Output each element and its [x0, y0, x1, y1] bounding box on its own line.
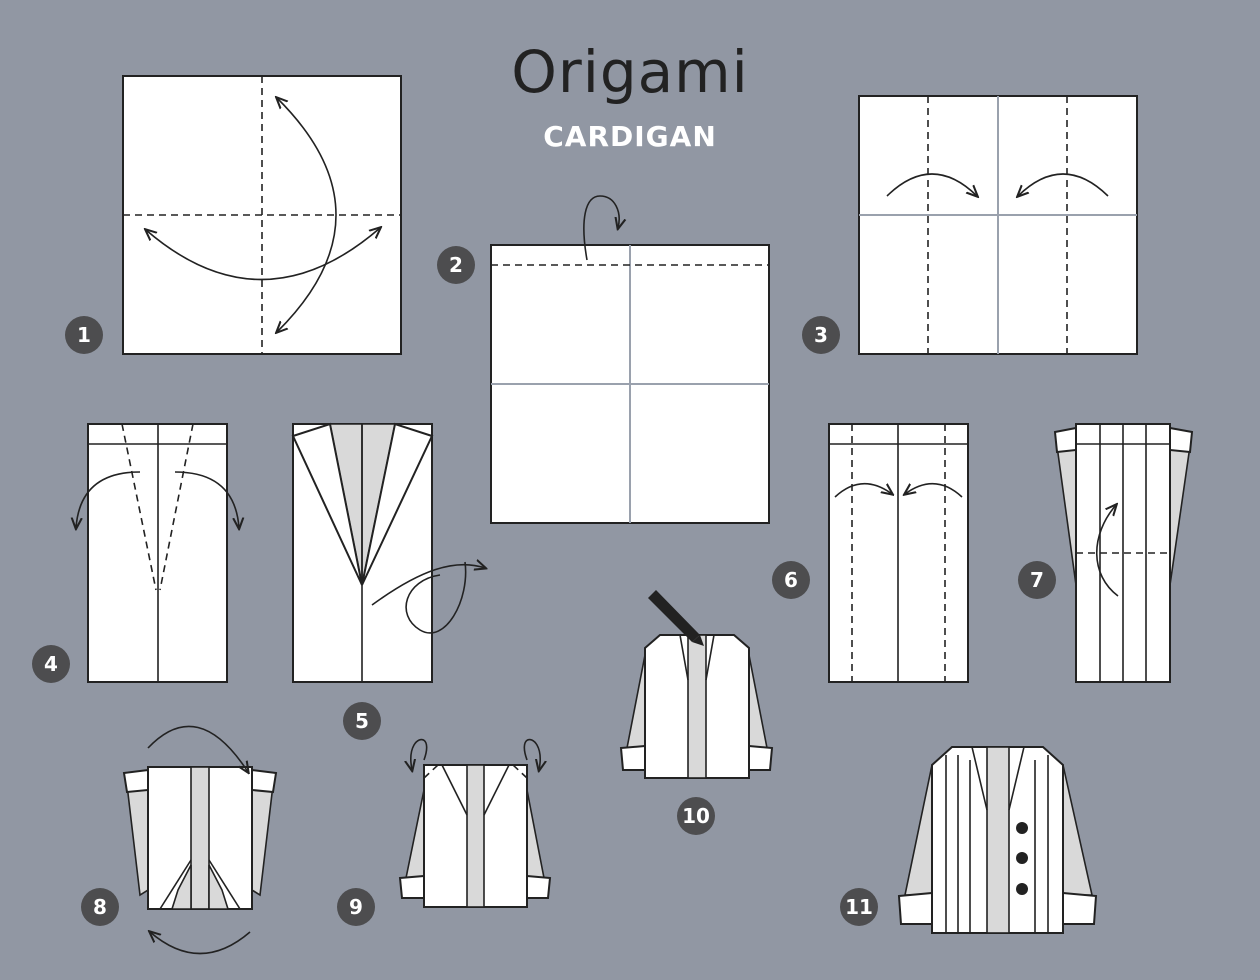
step-10-badge: 10: [677, 797, 715, 835]
step-7-figure: [1053, 423, 1194, 683]
step-3-figure: [858, 95, 1138, 355]
step-6-badge: 6: [772, 561, 810, 599]
step-4-badge: 4: [32, 645, 70, 683]
step-10-figure: [619, 590, 774, 779]
pencil-icon: [648, 590, 704, 646]
step-5-figure: [291, 422, 485, 683]
step-6-figure: [828, 423, 969, 683]
page-subtitle: CARDIGAN: [543, 120, 717, 153]
step-9-figure: [398, 738, 552, 908]
step-4-figure: [76, 423, 239, 683]
step-9-badge: 9: [337, 888, 375, 926]
step-2-badge: 2: [437, 246, 475, 284]
page-title: Origami: [511, 38, 749, 106]
step-2-figure: [490, 195, 770, 524]
step-11-figure: [897, 746, 1098, 934]
step-8-badge: 8: [81, 888, 119, 926]
step-3-badge: 3: [802, 316, 840, 354]
step-5-badge: 5: [343, 702, 381, 740]
step-7-badge: 7: [1018, 561, 1056, 599]
step-1-badge: 1: [65, 316, 103, 354]
step-8-figure: [122, 725, 278, 955]
step-11-badge: 11: [840, 888, 878, 926]
step-1-figure: [122, 75, 402, 355]
